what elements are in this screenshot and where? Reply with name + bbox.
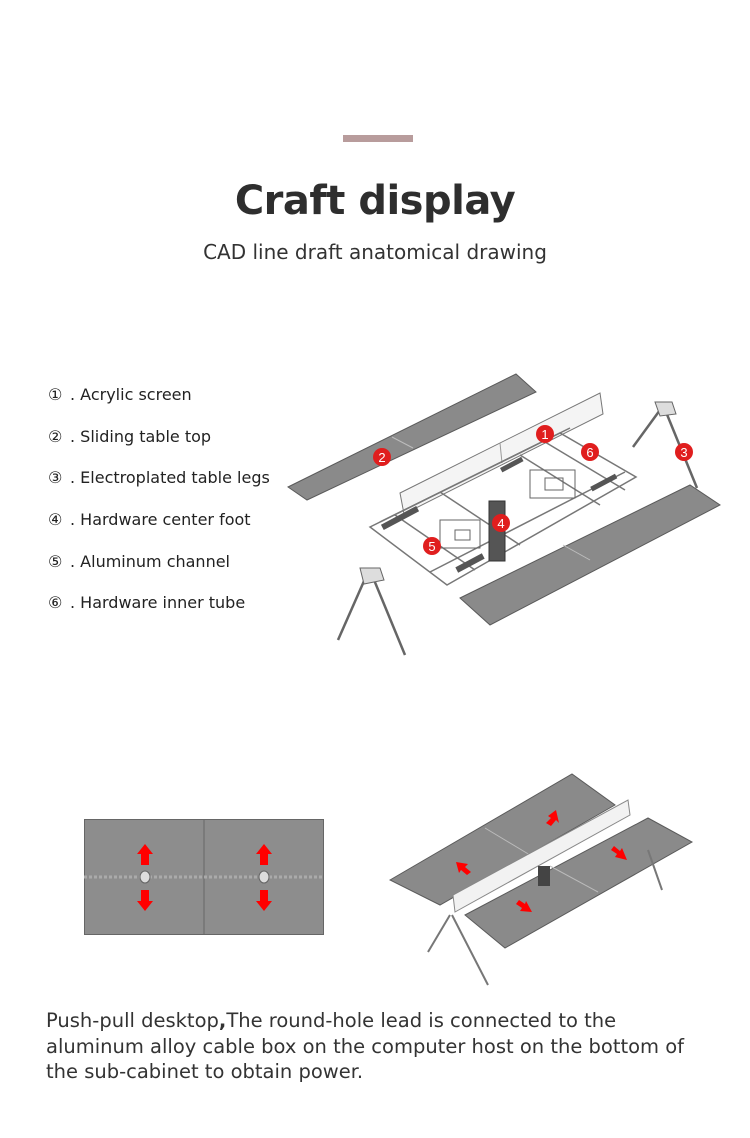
legend-number: ④	[48, 510, 63, 530]
right-table-top	[459, 484, 721, 626]
legend-item: ② . Sliding table top	[48, 416, 270, 458]
caption-body: The round-hole lead is connected to the …	[46, 1009, 685, 1083]
hardware-blocks	[439, 469, 576, 549]
page-title: Craft display	[234, 178, 516, 224]
exploded-cad-drawing: 1 2 3 4 5 6	[287, 373, 721, 656]
left-table-top	[287, 373, 537, 501]
cable-hole-icon	[139, 870, 151, 884]
caption-lead: Push-pull desktop	[46, 1009, 219, 1032]
marker-4: 4	[492, 514, 510, 532]
caption-text: Push-pull desktop,The round-hole lead is…	[46, 1008, 716, 1085]
marker-label: 2	[378, 450, 385, 465]
legend-item: ③ . Electroplated table legs	[48, 457, 270, 499]
legend-label: . Hardware inner tube	[70, 593, 246, 613]
legend-label: . Aluminum channel	[70, 551, 230, 571]
arrow-down-icon	[256, 890, 272, 911]
page-subtitle: CAD line draft anatomical drawing	[203, 240, 547, 264]
marker-label: 4	[497, 516, 504, 531]
legend-label: . Acrylic screen	[70, 385, 192, 405]
legend-number: ②	[48, 426, 63, 446]
legend-item: ① . Acrylic screen	[48, 374, 270, 416]
legend-item: ④ . Hardware center foot	[48, 499, 270, 541]
arrow-down-icon	[137, 890, 153, 911]
front-table-top	[464, 817, 694, 949]
parts-legend: ① . Acrylic screen ② . Sliding table top…	[48, 374, 270, 624]
back-table-top	[388, 773, 616, 906]
legs	[427, 849, 663, 986]
caption-separator: ,	[218, 1009, 227, 1032]
arrow-icon	[611, 846, 627, 860]
legend-item: ⑤ . Aluminum channel	[48, 540, 270, 582]
top-view-diagram	[84, 819, 324, 935]
marker-label: 5	[428, 539, 435, 554]
legend-number: ⑥	[48, 593, 63, 613]
aluminum-channel	[380, 456, 618, 573]
legend-label: . Electroplated table legs	[70, 468, 270, 488]
marker-1: 1	[536, 425, 554, 443]
marker-label: 3	[680, 445, 687, 460]
legend-number: ①	[48, 385, 63, 405]
cable-hole-icon	[258, 870, 270, 884]
legend-label: . Hardware center foot	[70, 510, 251, 530]
marker-5: 5	[423, 537, 441, 555]
perspective-diagram	[388, 773, 694, 986]
marker-2: 2	[373, 448, 391, 466]
left-leg	[336, 567, 407, 656]
arrow-icon	[516, 900, 532, 912]
marker-3: 3	[675, 443, 693, 461]
screen	[452, 799, 631, 913]
marker-label: 6	[586, 445, 593, 460]
legend-label: . Sliding table top	[70, 426, 212, 446]
legend-number: ⑤	[48, 551, 63, 571]
legend-item: ⑥ . Hardware inner tube	[48, 582, 270, 624]
arrow-up-icon	[137, 844, 153, 865]
marker-6: 6	[581, 443, 599, 461]
arrow-icon	[546, 810, 559, 826]
accent-bar	[343, 135, 413, 142]
arrow-icon	[456, 862, 471, 875]
legend-number: ③	[48, 468, 63, 488]
arrow-up-icon	[256, 844, 272, 865]
marker-label: 1	[541, 427, 548, 442]
